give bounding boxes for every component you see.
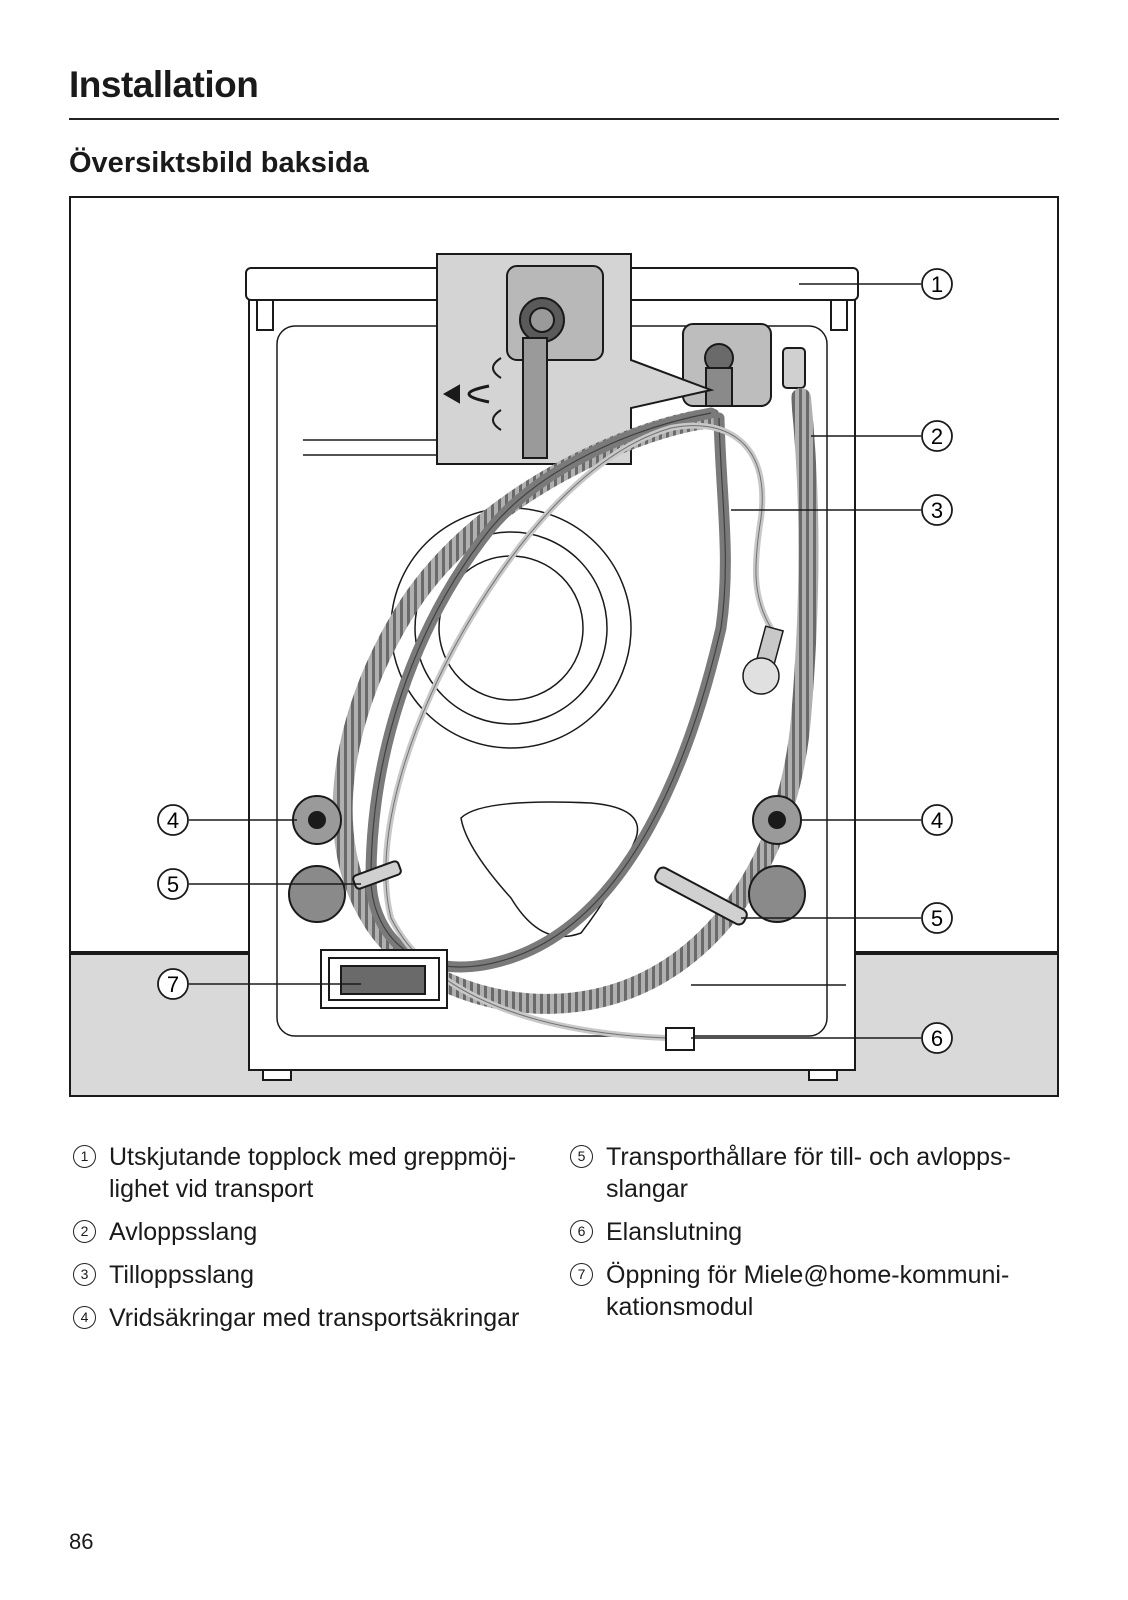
inlet-valve: [682, 323, 806, 407]
svg-text:7: 7: [167, 972, 179, 997]
callout-6: 6: [921, 1022, 953, 1054]
svg-text:2: 2: [931, 424, 943, 449]
svg-text:1: 1: [931, 272, 943, 297]
legend-left: 1 Utskjutande topplock med greppmöj- lig…: [73, 1141, 563, 1345]
callout-4-right: 4: [921, 804, 953, 836]
section-title: Installation: [69, 64, 259, 105]
legend-text: Avloppsslang: [109, 1218, 258, 1246]
legend-number: 4: [73, 1306, 96, 1329]
washing-machine-diagram: 1 2 3 4 4 5 5 6 7: [71, 253, 1057, 1095]
power-connection: [665, 1027, 695, 1051]
callout-5-left: 5: [157, 868, 189, 900]
legend-number: 7: [570, 1263, 593, 1286]
legend-number: 2: [73, 1220, 96, 1243]
legend-text: Öppning för Miele@home-kommuni- kationsm…: [606, 1261, 1010, 1321]
transit-bolt-right: [748, 795, 806, 923]
module-slot: [320, 949, 448, 1009]
svg-text:6: 6: [931, 1026, 943, 1051]
legend-number: 5: [570, 1145, 593, 1168]
svg-text:5: 5: [167, 872, 179, 897]
title-divider: [69, 118, 1059, 120]
legend-text: Tilloppsslang: [109, 1261, 254, 1289]
power-plug: [742, 625, 785, 695]
legend-item: 7 Öppning för Miele@home-kommuni- kation…: [570, 1259, 1060, 1323]
legend-number: 6: [570, 1220, 593, 1243]
svg-text:3: 3: [931, 498, 943, 523]
callout-1: 1: [921, 268, 953, 300]
legend-number: 1: [73, 1145, 96, 1168]
legend-item: 3 Tilloppsslang: [73, 1259, 563, 1291]
rear-view-illustration: 1 2 3 4 4 5 5 6 7: [69, 196, 1059, 1097]
legend-number: 3: [73, 1263, 96, 1286]
legend-text: Utskjutande topplock med greppmöj- lighe…: [109, 1143, 517, 1203]
legend-item: 1 Utskjutande topplock med greppmöj- lig…: [73, 1141, 563, 1205]
callout-badges: 1 2 3 4 4 5 5 6 7: [157, 268, 953, 1054]
legend-item: 5 Transporthållare för till- och avlopps…: [570, 1141, 1060, 1205]
hose-holder-right: [654, 866, 748, 926]
legend-text: Transporthållare för till- och avlopps- …: [606, 1143, 1011, 1203]
callout-4-left: 4: [157, 804, 189, 836]
callout-2: 2: [921, 420, 953, 452]
page-subtitle: Översiktsbild baksida: [69, 147, 369, 179]
legend-right: 5 Transporthållare för till- och avlopps…: [570, 1141, 1060, 1334]
svg-text:5: 5: [931, 906, 943, 931]
svg-text:4: 4: [167, 808, 179, 833]
legend-item: 6 Elanslutning: [570, 1216, 1060, 1248]
callout-7: 7: [157, 968, 189, 1000]
hose-holder-left: [352, 860, 402, 890]
legend-text: Vridsäkringar med transportsäkringar: [109, 1304, 520, 1332]
callout-3: 3: [921, 494, 953, 526]
legend-text: Elanslutning: [606, 1218, 743, 1246]
svg-text:4: 4: [931, 808, 943, 833]
detail-inset: [436, 253, 715, 465]
legend-item: 4 Vridsäkringar med transportsäkringar: [73, 1302, 563, 1334]
page-number: 86: [69, 1529, 94, 1554]
transit-bolt-left: [288, 795, 346, 923]
callout-5-right: 5: [921, 902, 953, 934]
legend-item: 2 Avloppsslang: [73, 1216, 563, 1248]
